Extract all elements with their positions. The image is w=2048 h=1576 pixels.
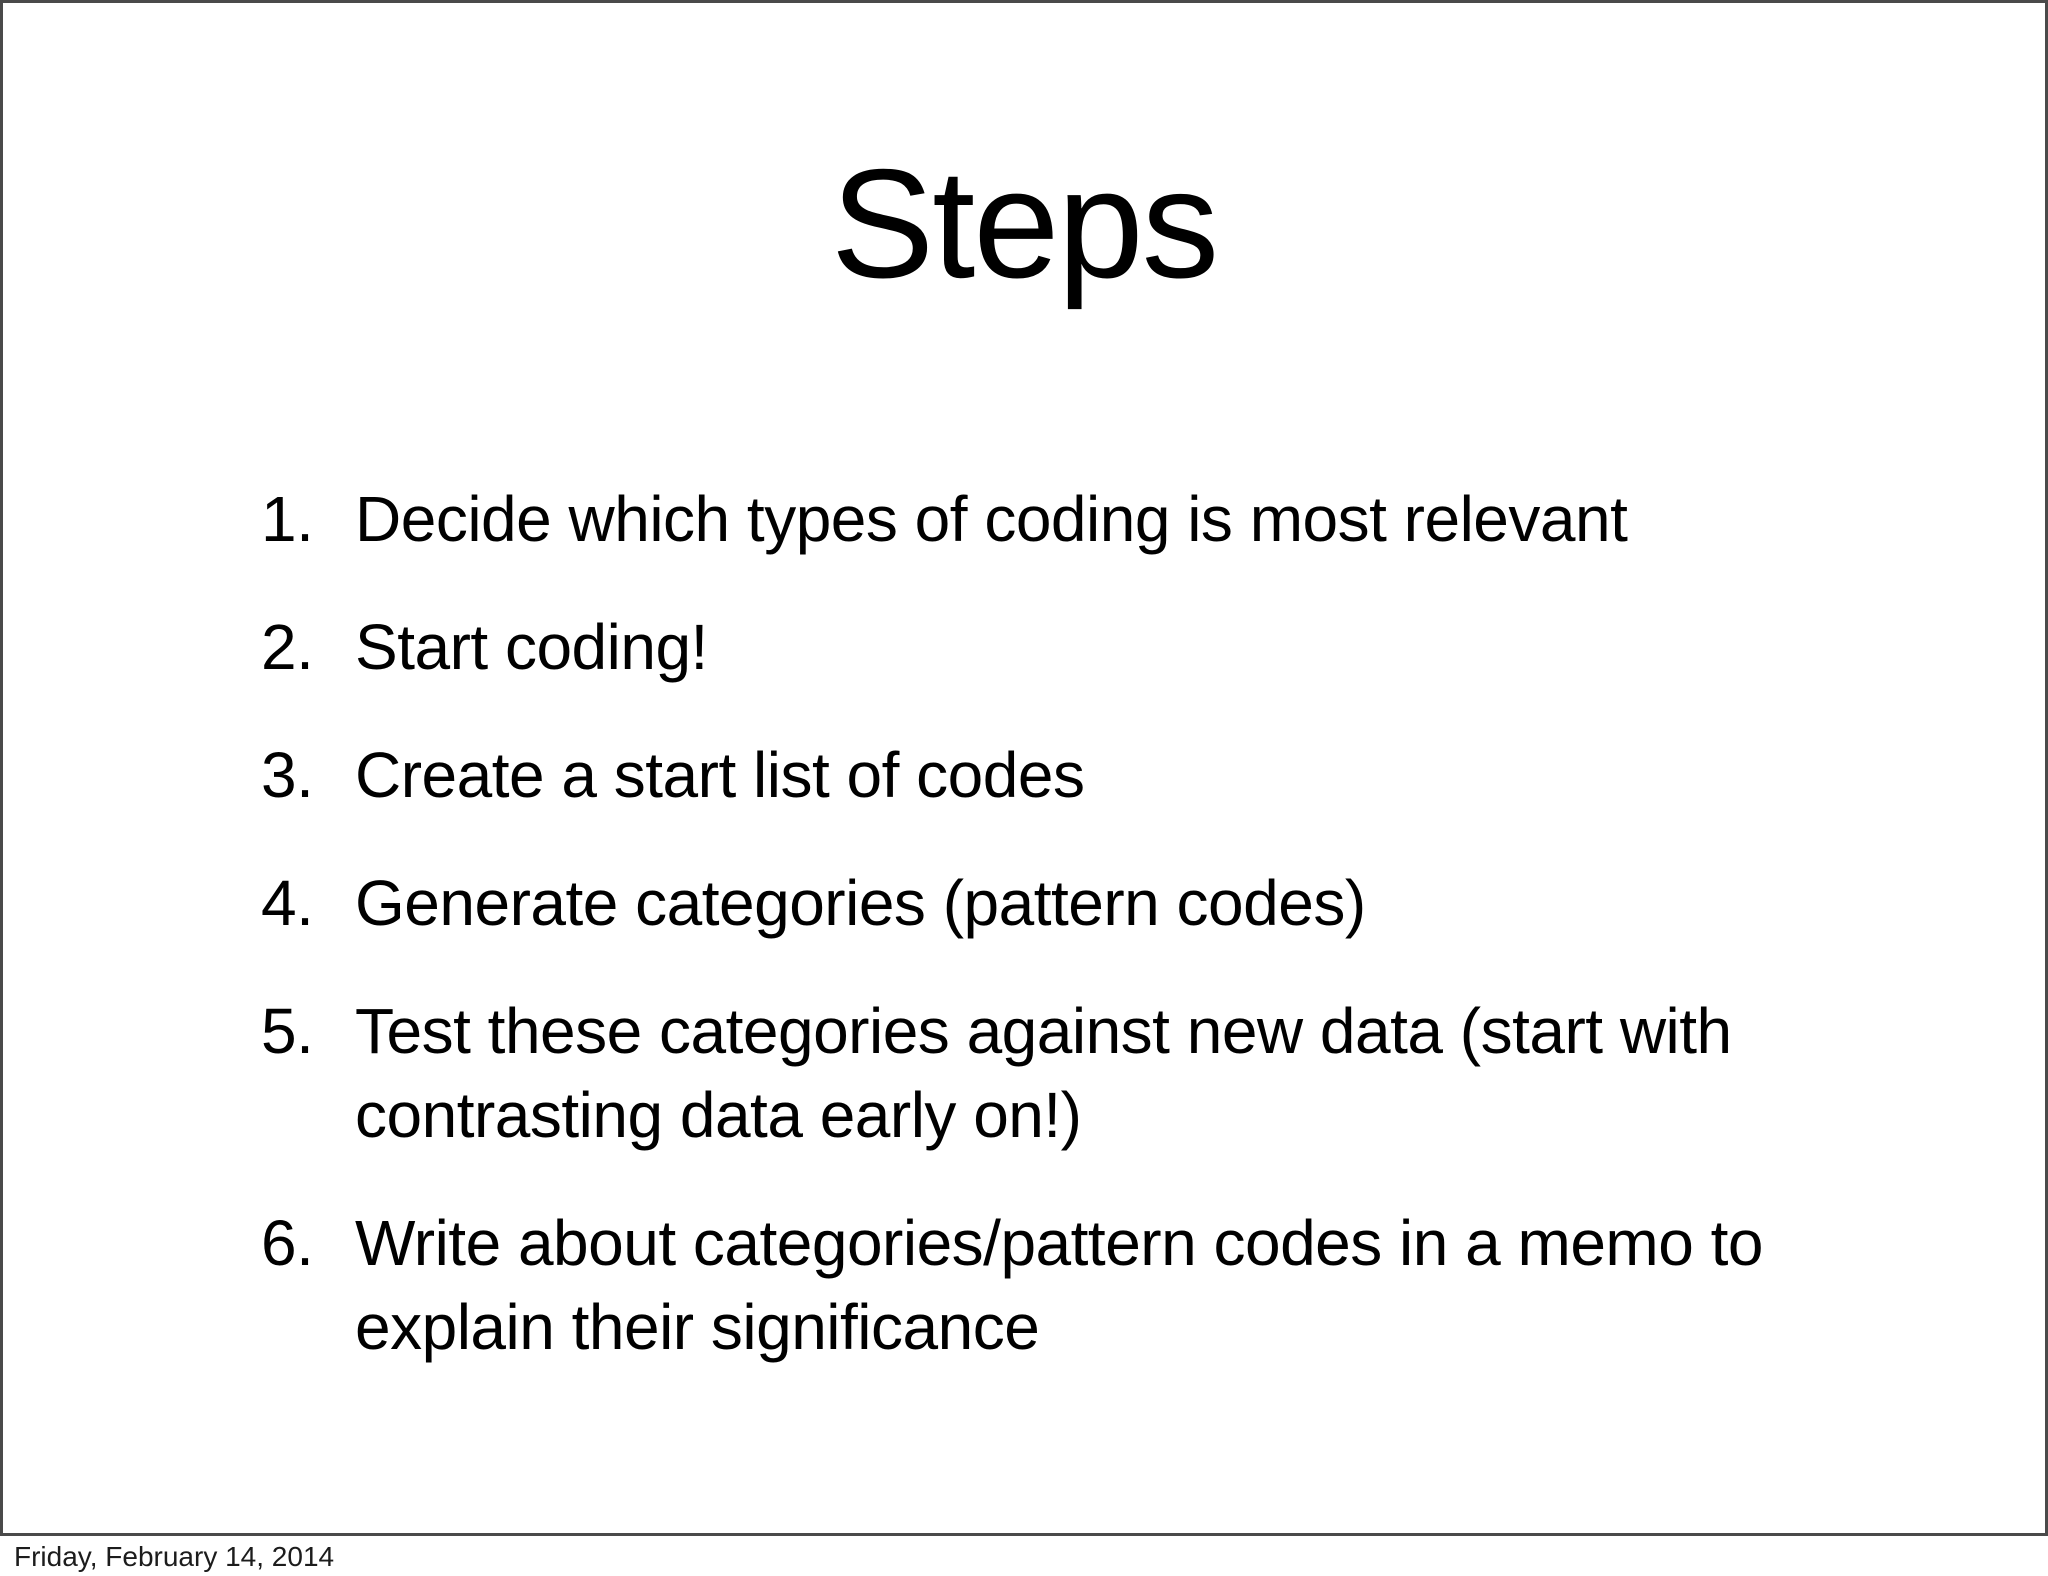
list-item-line: Create a start list of codes bbox=[355, 739, 1085, 811]
list-item: 6. Write about categories/pattern codes … bbox=[261, 1201, 1925, 1369]
list-item-number: 3. bbox=[261, 739, 314, 811]
list-item-line: Write about categories/pattern codes in … bbox=[355, 1207, 1763, 1279]
list-item-line: Decide which types of coding is most rel… bbox=[355, 483, 1628, 555]
list-item: 1. Decide which types of coding is most … bbox=[261, 477, 1925, 561]
slide-date-footer: Friday, February 14, 2014 bbox=[14, 1541, 335, 1572]
list-item-number: 4. bbox=[261, 867, 314, 939]
list-item-line: Generate categories (pattern codes) bbox=[355, 867, 1366, 939]
list-item-line: contrasting data early on!) bbox=[355, 1079, 1082, 1151]
list-item-number: 2. bbox=[261, 611, 314, 683]
list-item-text: Decide which types of coding is most rel… bbox=[355, 477, 1925, 561]
slide-title: Steps bbox=[830, 137, 1219, 310]
list-item-text: Write about categories/pattern codes in … bbox=[355, 1201, 1925, 1369]
list-item-line: Test these categories against new data (… bbox=[355, 995, 1732, 1067]
slide-canvas: Steps 1. Decide which types of coding is… bbox=[0, 0, 2048, 1536]
list-item-number: 5. bbox=[261, 995, 314, 1067]
list-item: 5. Test these categories against new dat… bbox=[261, 989, 1925, 1157]
list-item-line: explain their significance bbox=[355, 1291, 1040, 1363]
list-item-text: Generate categories (pattern codes) bbox=[355, 861, 1925, 945]
list-item-line: Start coding! bbox=[355, 611, 708, 683]
list-item: 4. Generate categories (pattern codes) bbox=[261, 861, 1925, 945]
list-item-text: Test these categories against new data (… bbox=[355, 989, 1925, 1157]
list-item-number: 6. bbox=[261, 1207, 314, 1279]
list-item-number: 1. bbox=[261, 483, 314, 555]
list-item-text: Start coding! bbox=[355, 605, 1925, 689]
list-item-text: Create a start list of codes bbox=[355, 733, 1925, 817]
steps-list: 1. Decide which types of coding is most … bbox=[261, 477, 1925, 1369]
list-item: 3. Create a start list of codes bbox=[261, 733, 1925, 817]
list-item: 2. Start coding! bbox=[261, 605, 1925, 689]
